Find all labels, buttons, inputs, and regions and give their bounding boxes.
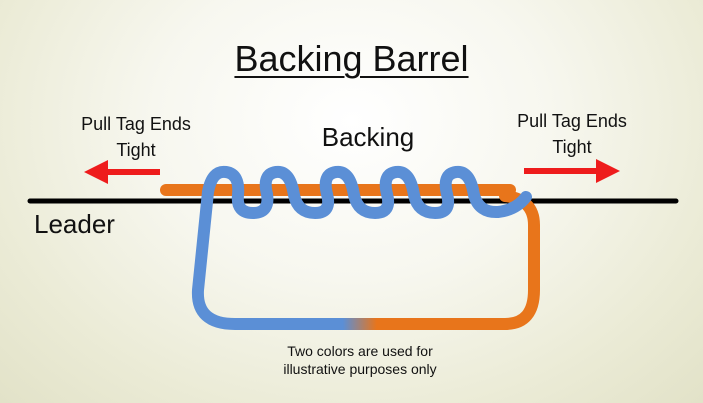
pull-right-line-1: Pull Tag Ends: [517, 111, 627, 131]
pull-left-line-1: Pull Tag Ends: [81, 114, 191, 134]
pull-tag-ends-left-label: Pull Tag Ends Tight: [56, 111, 216, 163]
note-line-2: illustrative purposes only: [283, 361, 437, 377]
pull-left-line-2: Tight: [116, 140, 156, 160]
backing-label: Backing: [321, 122, 415, 152]
illustration-note: Two colors are used for illustrative pur…: [215, 342, 505, 378]
pull-tag-ends-right-label: Pull Tag Ends Tight: [492, 108, 652, 160]
right-arrow: [524, 159, 620, 183]
diagram-title: Backing Barrel: [234, 38, 469, 79]
left-arrow: [84, 160, 160, 184]
leader-label: Leader: [34, 209, 115, 239]
pull-right-line-2: Tight: [552, 137, 592, 157]
blue-backing-coils: [202, 165, 532, 219]
note-line-1: Two colors are used for: [287, 343, 433, 359]
backing-loop: [191, 186, 540, 330]
